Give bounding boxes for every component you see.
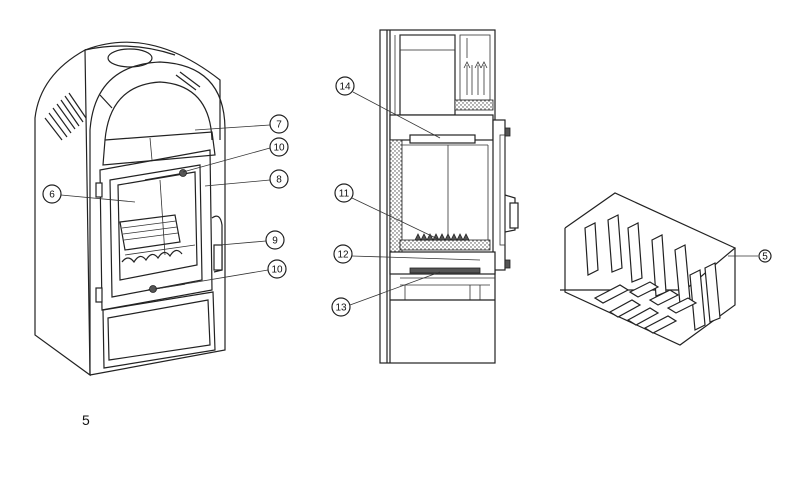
callout-10b-label: 10 <box>271 265 283 276</box>
callout-10-top: 10 <box>182 137 289 173</box>
callout-8-label: 8 <box>276 175 282 186</box>
callout-11-label: 11 <box>339 189 350 200</box>
firebrick-set <box>560 192 737 346</box>
stove-perspective-view <box>34 41 226 377</box>
callout-10-bottom: 10 <box>154 259 287 290</box>
callout-6-label: 6 <box>49 190 55 201</box>
callout-8: 8 <box>204 169 289 189</box>
callout-11: 11 <box>334 183 441 241</box>
callout-10a-label: 10 <box>273 143 285 154</box>
callout-9-label: 9 <box>272 236 278 247</box>
callout-12-label: 12 <box>337 250 349 261</box>
callout-12: 12 <box>333 244 481 264</box>
callout-13-label: 13 <box>335 303 347 314</box>
callout-5-label: 5 <box>762 252 768 263</box>
page-number: 5 <box>82 412 90 428</box>
callout-9: 9 <box>219 230 285 250</box>
callout-7: 7 <box>194 114 289 134</box>
callout-5: 5 <box>728 249 772 263</box>
stove-cross-section <box>379 29 519 364</box>
side-vents <box>44 92 87 141</box>
callout-14-label: 14 <box>339 82 351 93</box>
callout-6: 6 <box>42 184 136 204</box>
door <box>95 149 213 311</box>
callout-7-label: 7 <box>276 120 282 131</box>
flow-arrows <box>463 38 488 95</box>
callout-13: 13 <box>331 271 441 317</box>
callout-14: 14 <box>335 76 441 139</box>
